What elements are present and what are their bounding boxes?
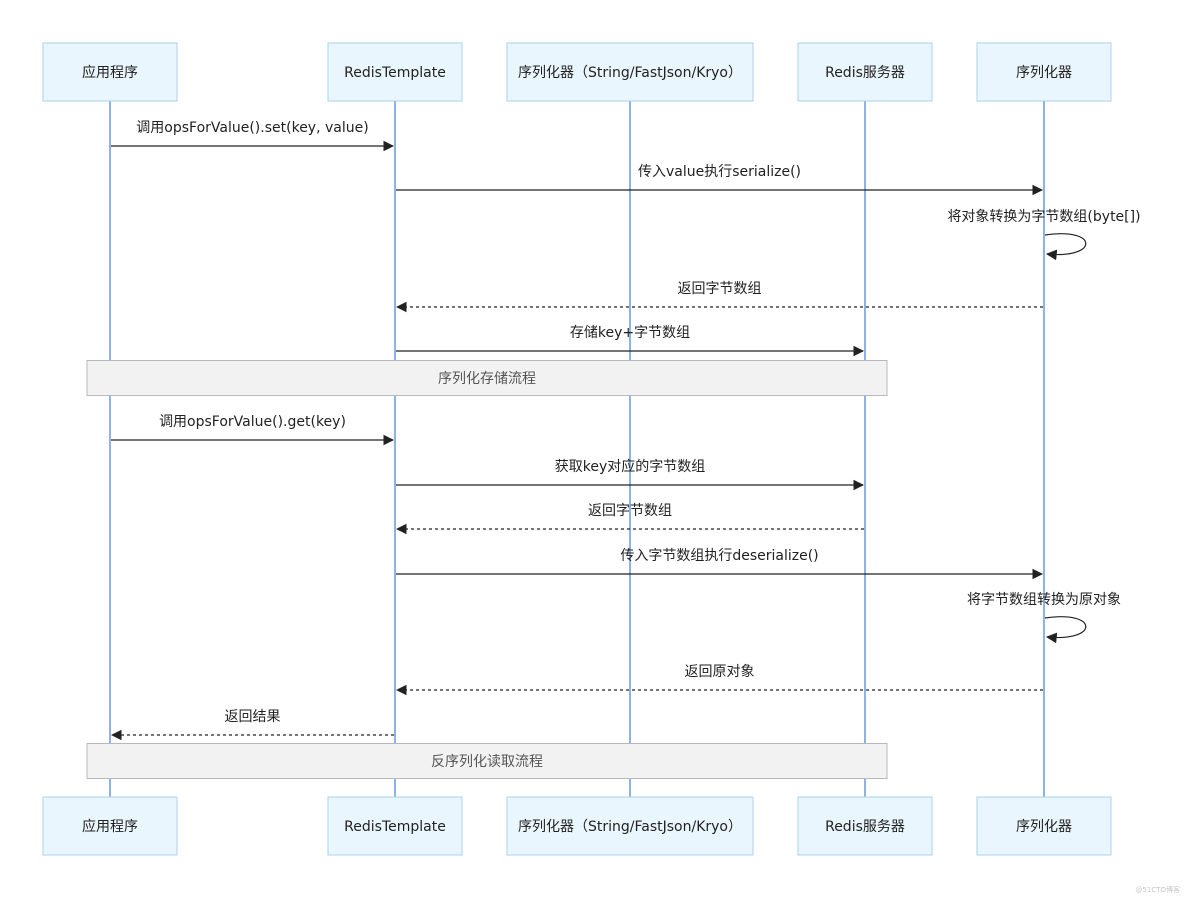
note-box xyxy=(86,743,888,779)
participant-label: RedisTemplate xyxy=(344,65,446,81)
message: 将对象转换为字节数组(byte[]) xyxy=(947,208,1141,261)
message: 返回结果 xyxy=(110,709,394,741)
message: 返回原对象 xyxy=(395,664,1043,696)
message: 传入字节数组执行deserialize() xyxy=(396,548,1044,580)
message-label: 调用opsForValue().set(key, value) xyxy=(136,120,368,136)
participant-box xyxy=(976,42,1112,102)
participant-ser-bottom: 序列化器（String/FastJson/Kryo） xyxy=(506,796,754,856)
participant-box xyxy=(506,42,754,102)
participant-app-bottom: 应用程序 xyxy=(42,796,178,856)
participant-label: Redis服务器 xyxy=(825,819,905,835)
message: 传入value执行serialize() xyxy=(396,164,1044,196)
note-box xyxy=(86,360,888,396)
message-label: 将对象转换为字节数组(byte[]) xyxy=(947,208,1140,225)
participant-label: 序列化器 xyxy=(1016,819,1072,835)
participant-box xyxy=(797,42,933,102)
participant-rt-bottom: RedisTemplate xyxy=(327,796,463,856)
participant-box xyxy=(327,796,463,856)
self-arrow xyxy=(1044,233,1087,261)
message-label: 将字节数组转换为原对象 xyxy=(967,591,1121,608)
participant-redis-bottom: Redis服务器 xyxy=(797,796,933,856)
note-band: 反序列化读取流程 xyxy=(86,743,888,779)
message: 调用opsForValue().get(key) xyxy=(111,414,395,446)
message-label: 传入字节数组执行deserialize() xyxy=(620,548,818,564)
note-band: 序列化存储流程 xyxy=(86,360,888,396)
participant-label: Redis服务器 xyxy=(825,65,905,81)
participant-app-top: 应用程序 xyxy=(42,42,178,102)
message: 调用opsForValue().set(key, value) xyxy=(111,120,395,152)
participant-box xyxy=(42,796,178,856)
participant-box xyxy=(327,42,463,102)
message-label: 返回原对象 xyxy=(685,664,755,680)
message-label: 获取key对应的字节数组 xyxy=(555,458,706,475)
message-label: 调用opsForValue().get(key) xyxy=(159,414,346,430)
participant-label: 序列化器 xyxy=(1016,65,1072,81)
participant-box xyxy=(797,796,933,856)
participant-ser-top: 序列化器（String/FastJson/Kryo） xyxy=(506,42,754,102)
message-label: 返回字节数组 xyxy=(678,281,762,297)
note-label: 反序列化读取流程 xyxy=(431,753,543,770)
message-label: 返回结果 xyxy=(225,709,281,725)
message: 获取key对应的字节数组 xyxy=(396,458,865,491)
note-label: 序列化存储流程 xyxy=(438,371,536,387)
message: 存储key+字节数组 xyxy=(396,325,865,357)
watermark-text: @51CTO博客 xyxy=(1135,885,1180,894)
participant-label: RedisTemplate xyxy=(344,819,446,835)
message: 返回字节数组 xyxy=(395,503,864,535)
participant-box xyxy=(42,42,178,102)
participant-label: 序列化器（String/FastJson/Kryo） xyxy=(518,65,742,81)
message-label: 返回字节数组 xyxy=(588,503,672,519)
self-arrow xyxy=(1044,616,1087,644)
participant-redis-top: Redis服务器 xyxy=(797,42,933,102)
message-label: 传入value执行serialize() xyxy=(638,164,801,180)
participant-ser2-bottom: 序列化器 xyxy=(976,796,1112,856)
participant-box xyxy=(976,796,1112,856)
participant-box xyxy=(506,796,754,856)
participant-label: 序列化器（String/FastJson/Kryo） xyxy=(518,819,742,835)
message: 将字节数组转换为原对象 xyxy=(967,591,1121,644)
participant-ser2-top: 序列化器 xyxy=(976,42,1112,102)
participant-rt-top: RedisTemplate xyxy=(327,42,463,102)
message-label: 存储key+字节数组 xyxy=(570,325,690,341)
message: 返回字节数组 xyxy=(395,281,1043,313)
participant-label: 应用程序 xyxy=(82,818,138,835)
participant-label: 应用程序 xyxy=(82,64,138,81)
